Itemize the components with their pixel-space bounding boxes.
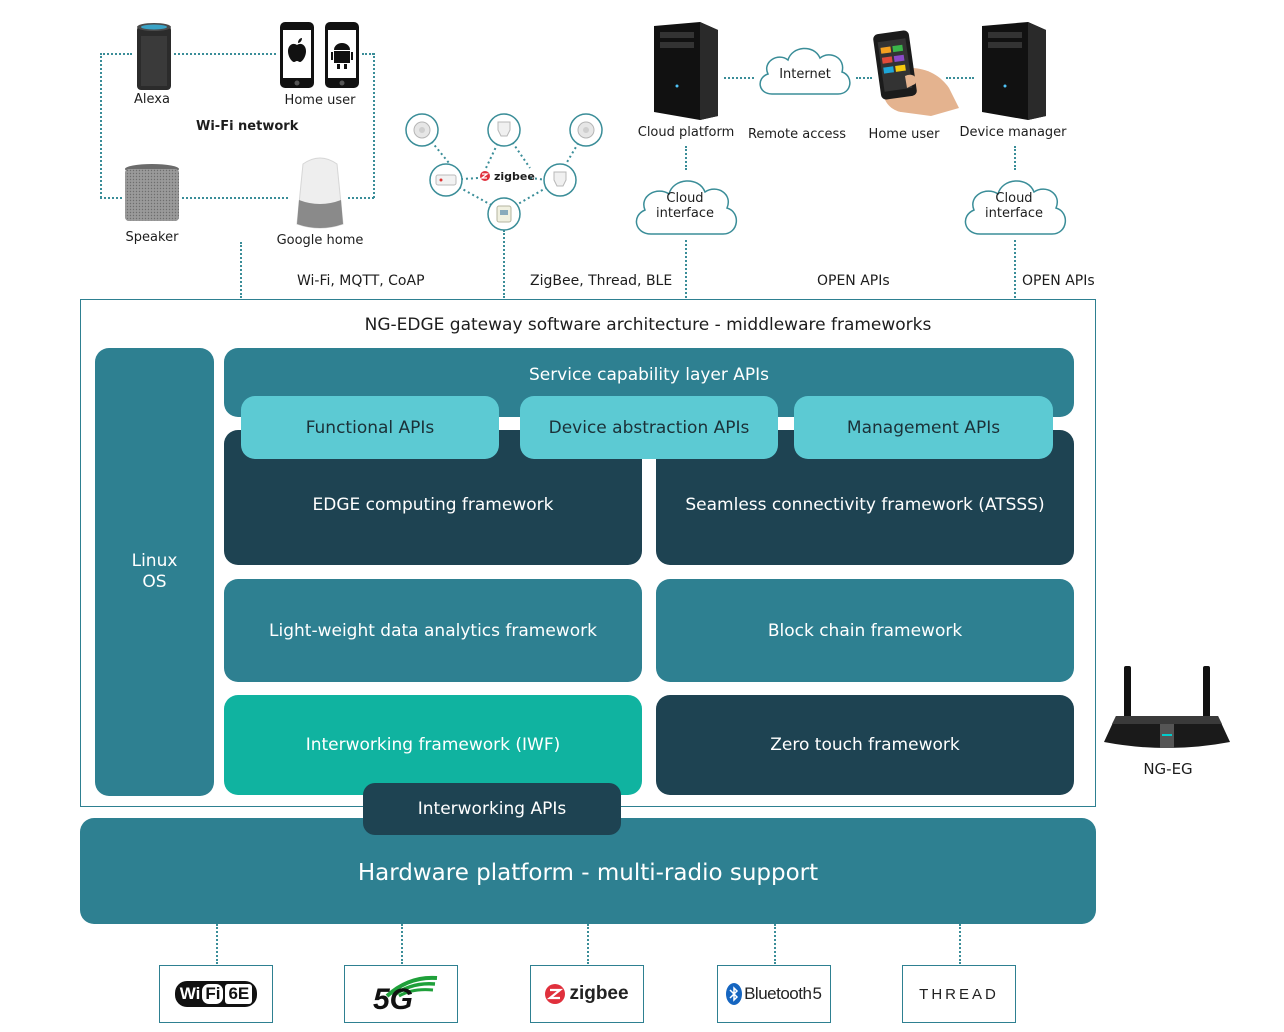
data-analytics-framework-box: Light-weight data analytics framework bbox=[224, 579, 642, 682]
bluetooth-logo-text: Bluetooth bbox=[744, 984, 812, 1003]
home-user-phones-label: Home user bbox=[284, 93, 356, 108]
connector-line bbox=[685, 240, 687, 298]
cloud-interface-2-label: Cloud interface bbox=[974, 191, 1054, 221]
linux-os-line2: OS bbox=[142, 572, 167, 592]
speaker-icon bbox=[125, 164, 179, 221]
connector-line bbox=[401, 924, 403, 964]
interworking-apis-label: Interworking APIs bbox=[417, 799, 567, 819]
wifi6e-logo-6e: 6E bbox=[225, 984, 253, 1004]
block-chain-framework-box: Block chain framework bbox=[656, 579, 1074, 682]
cloud-interface-1-line1: Cloud bbox=[666, 191, 704, 206]
service-capability-layer-label: Service capability layer APIs bbox=[528, 365, 770, 385]
hand-smartphone-icon bbox=[873, 30, 959, 116]
wifi6e-logo-fi: Fi bbox=[202, 984, 224, 1004]
device-manager-label: Device manager bbox=[959, 125, 1067, 140]
wifi-network-label: Wi-Fi network bbox=[196, 119, 299, 134]
cloud-interface-2-line1: Cloud bbox=[995, 191, 1033, 206]
wifi6e-logo-wi: Wi bbox=[179, 984, 201, 1003]
google-home-icon bbox=[296, 157, 344, 229]
thread-logo-box: THREAD bbox=[902, 965, 1016, 1023]
device-manager-server-icon bbox=[982, 22, 1046, 120]
remote-access-label: Remote access bbox=[747, 127, 847, 142]
cloud-platform-server-icon bbox=[654, 22, 718, 120]
5g-waves-icon bbox=[385, 975, 438, 998]
interworking-framework-box: Interworking framework (IWF) bbox=[224, 695, 642, 795]
connector-line bbox=[587, 924, 589, 964]
linux-os-box: Linux OS bbox=[95, 348, 214, 796]
thread-logo-text: THREAD bbox=[919, 985, 999, 1003]
architecture-title: NG-EDGE gateway software architecture - … bbox=[364, 315, 932, 335]
cloud-platform-label: Cloud platform bbox=[637, 125, 735, 140]
google-home-label: Google home bbox=[276, 233, 364, 248]
zigbee-hub-label: zigbee bbox=[494, 170, 535, 183]
management-apis-box: Management APIs bbox=[794, 396, 1053, 459]
connector-line bbox=[774, 924, 776, 964]
smartphones-icon bbox=[280, 22, 359, 88]
interworking-framework-label: Interworking framework (IWF) bbox=[305, 735, 561, 755]
internet-cloud-icon bbox=[759, 47, 851, 95]
zero-touch-framework-box: Zero touch framework bbox=[656, 695, 1074, 795]
protocol-open-apis-label: OPEN APIs bbox=[1022, 273, 1095, 289]
device-abstraction-apis-label: Device abstraction APIs bbox=[548, 417, 750, 438]
5g-logo-text: 5G bbox=[372, 983, 414, 1016]
connector-line bbox=[216, 924, 218, 964]
protocol-open-apis-label: OPEN APIs bbox=[817, 273, 890, 289]
protocol-wifi-label: Wi-Fi, MQTT, CoAP bbox=[297, 273, 425, 289]
zigbee-logo-box: zigbee bbox=[530, 965, 644, 1023]
home-user-remote-label: Home user bbox=[868, 127, 940, 142]
wifi6e-logo-box: Wi Fi 6E bbox=[159, 965, 273, 1023]
block-chain-framework-label: Block chain framework bbox=[767, 620, 963, 641]
cloud-interface-1-label: Cloud interface bbox=[645, 191, 725, 221]
5g-logo-box: 5G bbox=[344, 965, 458, 1023]
cloud-interface-1-line2: interface bbox=[656, 206, 714, 221]
seamless-connectivity-framework-label: Seamless connectivity framework (ATSSS) bbox=[685, 494, 1045, 515]
functional-apis-box: Functional APIs bbox=[241, 396, 499, 459]
bluetooth-version-text: 5 bbox=[812, 984, 822, 1003]
hardware-platform-label: Hardware platform - multi-radio support bbox=[357, 860, 819, 886]
edge-computing-framework-label: EDGE computing framework bbox=[312, 494, 554, 515]
internet-label: Internet bbox=[779, 67, 831, 82]
cloud-interface-2-line2: interface bbox=[985, 206, 1043, 221]
connector-line bbox=[1014, 240, 1016, 298]
hardware-platform-box: Hardware platform - multi-radio support bbox=[80, 818, 1096, 924]
linux-os-line1: Linux bbox=[131, 551, 178, 571]
zigbee-mesh-diagram bbox=[405, 113, 603, 231]
cloud-interface-icon bbox=[964, 180, 1066, 235]
data-analytics-framework-label: Light-weight data analytics framework bbox=[269, 620, 597, 641]
bluetooth5-logo-box: Bluetooth 5 bbox=[717, 965, 831, 1023]
connector-line bbox=[503, 230, 505, 298]
connector-line bbox=[959, 924, 961, 964]
connector-line bbox=[240, 242, 242, 298]
cloud-interface-icon bbox=[635, 180, 737, 235]
management-apis-label: Management APIs bbox=[846, 417, 1001, 438]
protocol-zigbee-label: ZigBee, Thread, BLE bbox=[530, 273, 673, 289]
zigbee-logo-icon bbox=[545, 984, 566, 1004]
router-label: NG-EG bbox=[1143, 760, 1193, 778]
speaker-label: Speaker bbox=[125, 230, 179, 245]
functional-apis-label: Functional APIs bbox=[305, 417, 435, 438]
device-abstraction-apis-box: Device abstraction APIs bbox=[520, 396, 778, 459]
bluetooth-icon bbox=[726, 983, 743, 1005]
router-icon bbox=[1104, 666, 1230, 748]
wifi6e-logo: Wi Fi 6E bbox=[174, 981, 258, 1007]
alexa-label: Alexa bbox=[134, 92, 170, 107]
zigbee-logo-text: zigbee bbox=[569, 983, 629, 1004]
interworking-apis-box: Interworking APIs bbox=[363, 783, 621, 835]
zero-touch-framework-label: Zero touch framework bbox=[770, 735, 960, 755]
alexa-speaker-icon bbox=[137, 23, 171, 90]
